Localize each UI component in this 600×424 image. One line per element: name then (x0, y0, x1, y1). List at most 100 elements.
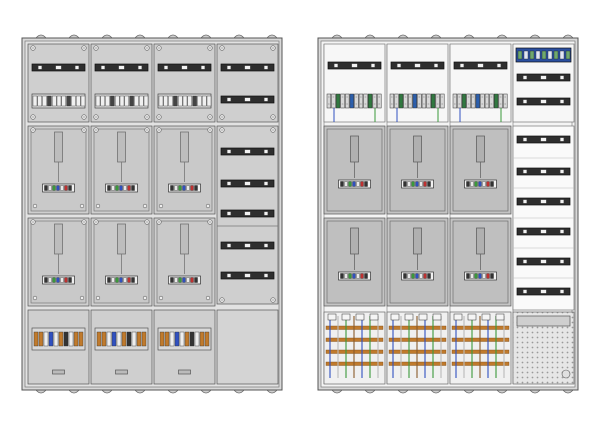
meter-terminal-icon (340, 273, 344, 279)
terminal-block-icon (164, 331, 170, 347)
rail-clip-icon (522, 169, 528, 174)
hinge-icon (562, 389, 574, 394)
top-cover-panel (90, 43, 153, 123)
meter-terminal-icon (403, 273, 407, 279)
terminal-block-icon (394, 93, 399, 109)
breaker-icon (206, 95, 212, 107)
connector-icon (495, 313, 505, 321)
meter-terminal-icon (356, 181, 360, 187)
breaker-icon (177, 95, 183, 107)
breaker-icon (187, 95, 193, 107)
rail-marker-icon (540, 99, 547, 104)
rail-clip-icon (37, 65, 43, 70)
rail-clip-icon (226, 97, 232, 102)
breaker-icon (71, 95, 76, 107)
terminal-block-icon (484, 93, 490, 109)
terminal-block-icon (73, 331, 79, 347)
terminal-block-icon (111, 331, 117, 347)
meter-terminal-icon (44, 185, 48, 191)
connector-icon (341, 313, 351, 321)
meter-terminal-icon (107, 185, 111, 191)
knob-icon (561, 369, 571, 379)
rail-marker-icon (55, 65, 62, 70)
hinge-icon (562, 34, 574, 39)
rail-marker-icon (540, 259, 547, 264)
rail-clip-icon (522, 75, 528, 80)
rail-clip-icon (226, 181, 232, 186)
hinge-icon (101, 389, 113, 394)
hinge-icon (266, 389, 278, 394)
rail-clip-icon (74, 65, 80, 70)
meter-terminal-icon (56, 185, 60, 191)
meter-terminal-icon (407, 181, 411, 187)
open-cabinet-view (317, 34, 579, 394)
top-cover-panel (27, 43, 90, 123)
meter-terminal-icon (470, 181, 474, 187)
screw-icon (205, 203, 211, 209)
rail-marker-icon (181, 65, 188, 70)
rail-clip-icon (522, 199, 528, 204)
meter-terminal-icon (68, 185, 72, 191)
meter-terminal-icon (123, 185, 127, 191)
terminal-block-icon (96, 331, 102, 347)
hinge-icon (430, 34, 442, 39)
terminal-block-icon (326, 93, 332, 109)
screw-icon (79, 295, 85, 301)
rail-clip-icon (522, 137, 528, 142)
breaker-icon (80, 95, 86, 107)
meter-terminal-icon (423, 181, 427, 187)
hinge-icon (364, 389, 376, 394)
breaker-icon (163, 95, 169, 107)
connector-icon (355, 313, 365, 321)
meter-slot (117, 131, 126, 163)
terminal-block-icon (377, 93, 382, 109)
meter-slot (476, 135, 485, 163)
meter-terminal-icon (470, 273, 474, 279)
meter-terminal-icon (178, 277, 182, 283)
hinge-icon (430, 389, 442, 394)
rail-marker-icon (540, 75, 547, 80)
meter-terminal-icon (186, 185, 190, 191)
breaker-icon (47, 95, 52, 107)
hinge-icon (200, 34, 212, 39)
meter-terminal-icon (111, 277, 115, 283)
breaker-icon (114, 95, 120, 107)
breaker-icon (66, 95, 71, 107)
top-section (323, 43, 386, 123)
hinge-icon (397, 34, 409, 39)
rail-clip-icon (137, 65, 143, 70)
meter-terminal-icon (403, 181, 407, 187)
screw-icon (158, 295, 164, 301)
rail-clip-icon (496, 63, 502, 68)
terminal-block-icon (358, 93, 364, 109)
connector-icon (453, 313, 463, 321)
meter-terminal-icon (182, 277, 186, 283)
hinge-icon (331, 34, 343, 39)
rail-clip-icon (226, 65, 232, 70)
breaker-icon (192, 95, 197, 107)
meter-terminal-icon (352, 181, 356, 187)
rail-clip-icon (263, 97, 269, 102)
rail-clip-icon (226, 273, 232, 278)
meter-terminal-icon (60, 277, 64, 283)
meter-slot (476, 227, 485, 255)
meter-terminal-icon (348, 273, 352, 279)
rail-clip-icon (370, 63, 376, 68)
rail-clip-icon (522, 99, 528, 104)
meter-terminal-icon (466, 181, 470, 187)
rail-clip-icon (263, 243, 269, 248)
rail-clip-icon (559, 75, 565, 80)
rail-clip-icon (100, 65, 106, 70)
terminal-block-icon (194, 331, 200, 347)
meter-terminal-icon (131, 185, 135, 191)
rail-clip-icon (559, 169, 565, 174)
terminal-block-icon (354, 93, 359, 109)
terminal-block-icon (179, 331, 185, 347)
terminal-block-icon (412, 93, 417, 109)
meter-terminal-icon (415, 181, 419, 187)
rail-clip-icon (263, 273, 269, 278)
terminal-block-icon (431, 93, 436, 109)
breaker-icon (143, 95, 149, 107)
hinge-icon (364, 34, 376, 39)
rail-clip-icon (226, 243, 232, 248)
